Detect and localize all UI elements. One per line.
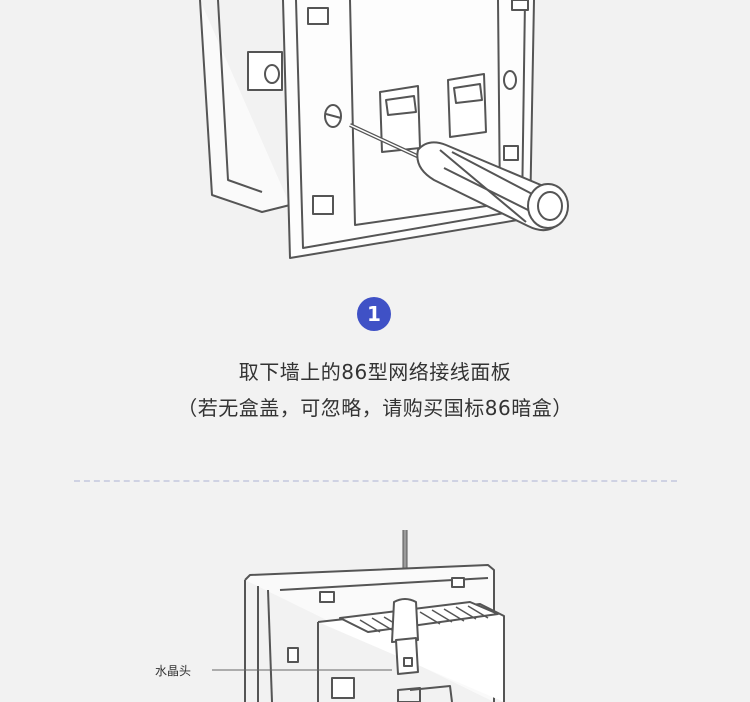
rj45-callout-label: 水晶头: [155, 664, 192, 678]
step1-illustration: [199, 0, 569, 259]
step-number-badge: 1: [357, 297, 391, 331]
step-caption-line1: 取下墙上的86型网络接线面板: [238, 360, 512, 384]
section-divider: [74, 480, 677, 482]
step-caption-line2: （若无盒盖，可忽略，请购买国标86暗盒）: [177, 396, 573, 420]
